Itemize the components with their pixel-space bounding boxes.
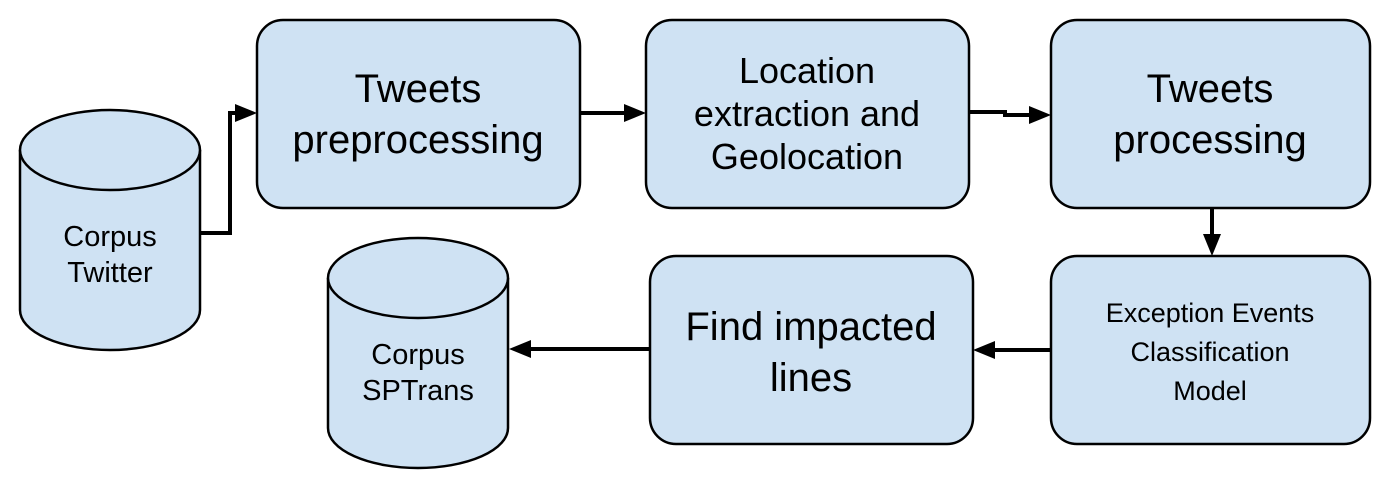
tweets-preprocessing-line2: preprocessing bbox=[292, 118, 543, 162]
location-extraction-line1: Location bbox=[739, 50, 875, 91]
find-impacted-lines-line1: Find impacted bbox=[685, 305, 936, 349]
tweets-processing-line2: processing bbox=[1113, 118, 1306, 162]
exception-events-line1: Exception Events bbox=[1106, 298, 1315, 328]
corpus-sptrans-line1: Corpus bbox=[371, 339, 465, 371]
find-impacted-lines-box: Find impacted lines bbox=[648, 254, 975, 446]
corpus-sptrans-db: Corpus SPTrans bbox=[326, 236, 510, 470]
location-extraction-box: Location extraction and Geolocation bbox=[644, 18, 971, 210]
location-extraction-line2: extraction and bbox=[694, 93, 920, 134]
arrowhead-icon bbox=[235, 104, 257, 122]
corpus-twitter-db: Corpus Twitter bbox=[18, 108, 202, 352]
tweets-processing-line1: Tweets bbox=[1147, 67, 1274, 111]
edge-processing-to-exception bbox=[1203, 208, 1221, 256]
exception-events-line3: Model bbox=[1173, 376, 1247, 406]
edge-location-to-processing bbox=[969, 106, 1051, 124]
corpus-sptrans-line2: SPTrans bbox=[362, 375, 474, 407]
tweets-preprocessing-box: Tweets preprocessing bbox=[255, 18, 582, 210]
arrowhead-icon bbox=[1029, 106, 1051, 124]
corpus-twitter-line1: Corpus bbox=[63, 221, 157, 253]
edge-impacted-to-sptrans bbox=[509, 340, 650, 358]
arrowhead-icon bbox=[509, 340, 531, 358]
tweets-preprocessing-line1: Tweets bbox=[355, 67, 482, 111]
edge-preprocessing-to-location bbox=[580, 104, 646, 122]
find-impacted-lines-line2: lines bbox=[770, 356, 852, 400]
corpus-twitter-line2: Twitter bbox=[67, 257, 153, 289]
location-extraction-line3: Geolocation bbox=[711, 136, 903, 177]
edge-twitter-to-preprocessing bbox=[200, 104, 257, 235]
arrowhead-icon bbox=[1203, 234, 1221, 256]
exception-events-box: Exception Events Classification Model bbox=[1049, 254, 1372, 446]
exception-events-line2: Classification bbox=[1130, 337, 1289, 367]
edge-exception-to-impacted bbox=[973, 341, 1051, 359]
arrowhead-icon bbox=[624, 104, 646, 122]
arrowhead-icon bbox=[973, 341, 995, 359]
tweets-processing-box: Tweets processing bbox=[1049, 18, 1372, 210]
